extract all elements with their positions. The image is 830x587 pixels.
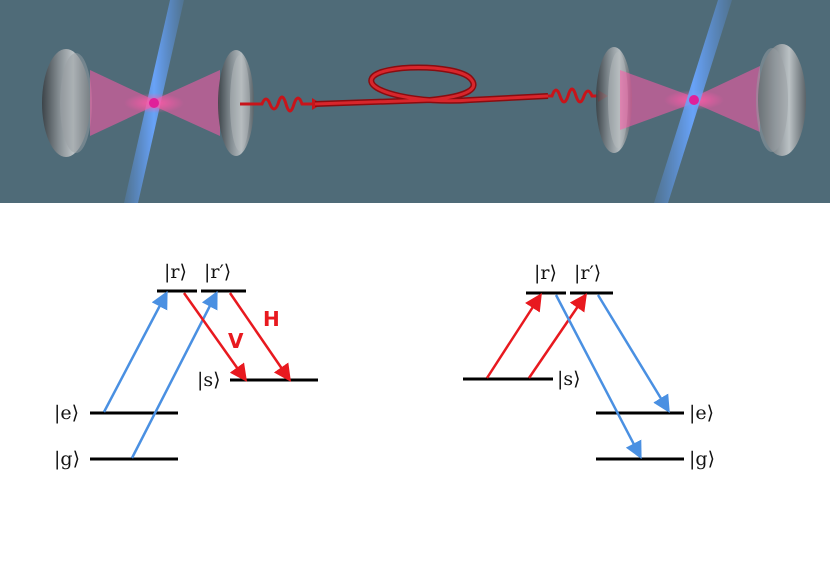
level-schemes: |r⟩ |r′⟩ |s⟩ |e⟩ |g⟩ V H |r⟩ |r′⟩ |s⟩ |e… <box>54 261 715 470</box>
label-g: |g⟩ <box>689 448 715 470</box>
mirror-icon <box>756 44 806 156</box>
label-r-prime: |r′⟩ <box>574 262 601 284</box>
label-e: |e⟩ <box>689 402 714 424</box>
polarization-h: H <box>263 307 280 331</box>
red-transition-arrow <box>182 292 248 382</box>
atom-icon <box>149 98 159 108</box>
atom-icon <box>689 95 699 105</box>
left-level-scheme: |r⟩ |r′⟩ |s⟩ |e⟩ |g⟩ V H <box>54 261 318 470</box>
experiment-scene <box>0 0 830 203</box>
label-g: |g⟩ <box>54 448 80 470</box>
label-r-prime: |r′⟩ <box>204 261 231 283</box>
photon-wave-icon <box>240 95 315 113</box>
red-transition-arrow <box>228 292 291 382</box>
right-level-scheme: |r⟩ |r′⟩ |s⟩ |e⟩ |g⟩ <box>463 262 715 470</box>
mirror-icon <box>218 50 254 156</box>
label-r: |r⟩ <box>534 262 557 284</box>
blue-transition-arrow <box>102 290 168 413</box>
label-e: |e⟩ <box>54 402 79 424</box>
blue-transition-arrow <box>130 290 218 459</box>
red-transition-arrow <box>485 293 542 379</box>
polarization-v: V <box>228 329 244 353</box>
fiber-loop-icon <box>314 64 549 107</box>
label-s: |s⟩ <box>557 368 581 390</box>
red-transition-arrow <box>527 293 587 379</box>
blue-transition-arrow <box>596 294 670 413</box>
blue-transition-arrow <box>554 294 642 460</box>
mirror-icon <box>42 49 92 157</box>
photon-wave-icon <box>548 87 600 104</box>
label-r: |r⟩ <box>164 261 187 283</box>
label-s: |s⟩ <box>197 369 221 391</box>
